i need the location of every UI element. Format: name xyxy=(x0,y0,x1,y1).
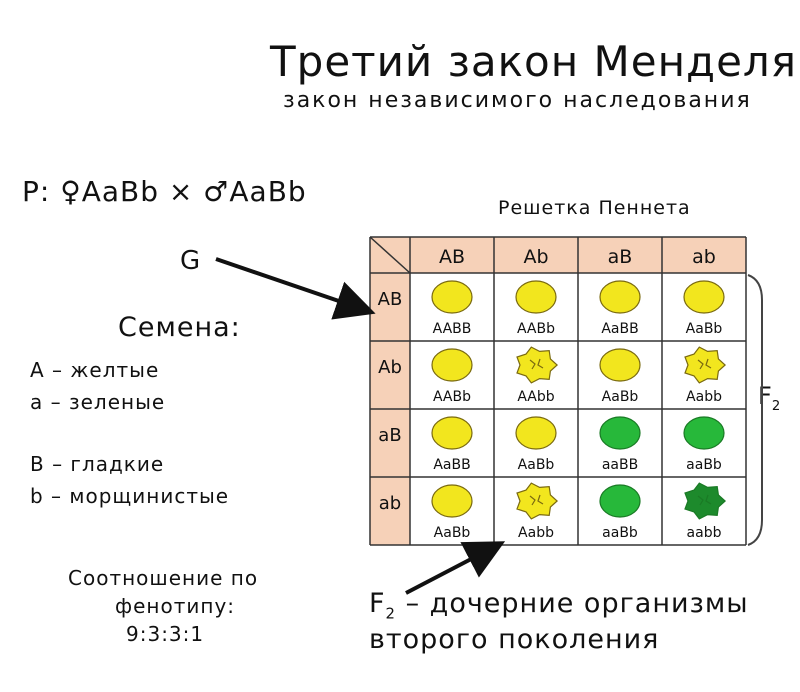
column-header: ab xyxy=(692,246,716,268)
column-header: aB xyxy=(608,246,633,268)
pea-smooth xyxy=(431,416,473,450)
genotype-label: AaBb xyxy=(686,321,723,337)
corner-diagonal xyxy=(369,236,411,274)
genotype-label: AABb xyxy=(517,321,555,337)
pea-smooth xyxy=(599,280,641,314)
pea-wrinkled xyxy=(684,346,726,384)
ratio-value: 9:3:3:1 xyxy=(126,622,205,646)
ratio-caption-2: фенотипу: xyxy=(115,594,236,618)
diagram-title: Третий закон Менделя xyxy=(270,37,798,86)
legend-yellow: A – желтые xyxy=(30,358,160,382)
pea-smooth xyxy=(515,416,557,450)
header-col-bg xyxy=(370,237,410,545)
legend-smooth: B – гладкие xyxy=(30,452,165,476)
pea-wrinkled xyxy=(516,346,558,384)
genotype-label: aaBb xyxy=(686,457,722,473)
row-header: AB xyxy=(378,289,403,310)
column-header: AB xyxy=(439,246,465,268)
pea-wrinkled xyxy=(516,482,558,520)
legend-wrinkled: b – морщинистые xyxy=(30,484,230,508)
genotype-label: AABb xyxy=(433,389,471,405)
pea-smooth xyxy=(683,416,725,450)
row-header: ab xyxy=(379,493,401,514)
pea-wrinkle-lines xyxy=(697,494,712,506)
seeds-title: Семена: xyxy=(118,312,241,343)
row-header: Ab xyxy=(378,357,402,378)
genotype-label: Aabb xyxy=(686,389,722,405)
genotype-label: AaBb xyxy=(518,457,555,473)
pea-smooth xyxy=(431,280,473,314)
f2-desc-subscript: 2 xyxy=(385,604,396,623)
gametes-label: G xyxy=(180,246,201,276)
f2-arrow xyxy=(405,541,506,595)
genotype-label: AaBb xyxy=(602,389,639,405)
pea-smooth xyxy=(515,280,557,314)
genotype-label: aabb xyxy=(687,525,722,541)
pea-wrinkle-lines xyxy=(529,358,544,370)
f2-bracket xyxy=(747,274,763,546)
pea-wrinkled xyxy=(684,482,726,520)
gametes-arrow xyxy=(215,257,376,320)
f2-subscript: 2 xyxy=(771,398,781,414)
pea-wrinkle-lines xyxy=(529,494,544,506)
genotype-label: AaBb xyxy=(434,525,471,541)
genotype-label: AAbb xyxy=(517,389,554,405)
f2-desc-letter: F xyxy=(369,588,386,619)
diagram-subtitle: закон независимого наследования xyxy=(283,88,752,113)
ratio-caption: Соотношение по xyxy=(68,566,259,590)
row-header: aB xyxy=(378,425,401,446)
f2-description-line2: второго поколения xyxy=(369,624,660,655)
pea-smooth xyxy=(599,348,641,382)
pea-wrinkle-lines xyxy=(697,358,712,370)
column-header: Ab xyxy=(523,246,548,268)
f2-description: F2 – дочерние организмы xyxy=(369,588,749,622)
parental-cross: P: ♀AaBb × ♂AaBb xyxy=(22,175,307,208)
legend-green: a – зеленые xyxy=(30,390,166,414)
pea-smooth xyxy=(599,416,641,450)
pea-smooth xyxy=(431,484,473,518)
genotype-label: AABB xyxy=(433,321,472,337)
header-row-bg xyxy=(370,237,746,273)
genotype-label: AaBB xyxy=(601,321,638,337)
punnett-square-label: Решетка Пеннета xyxy=(498,197,691,219)
genotype-label: aaBB xyxy=(602,457,638,473)
pea-smooth xyxy=(599,484,641,518)
genotype-label: AaBB xyxy=(433,457,470,473)
genotype-label: aaBb xyxy=(602,525,638,541)
pea-smooth xyxy=(683,280,725,314)
f2-desc-text: – дочерние организмы xyxy=(395,588,749,619)
genotype-label: Aabb xyxy=(518,525,554,541)
pea-smooth xyxy=(431,348,473,382)
